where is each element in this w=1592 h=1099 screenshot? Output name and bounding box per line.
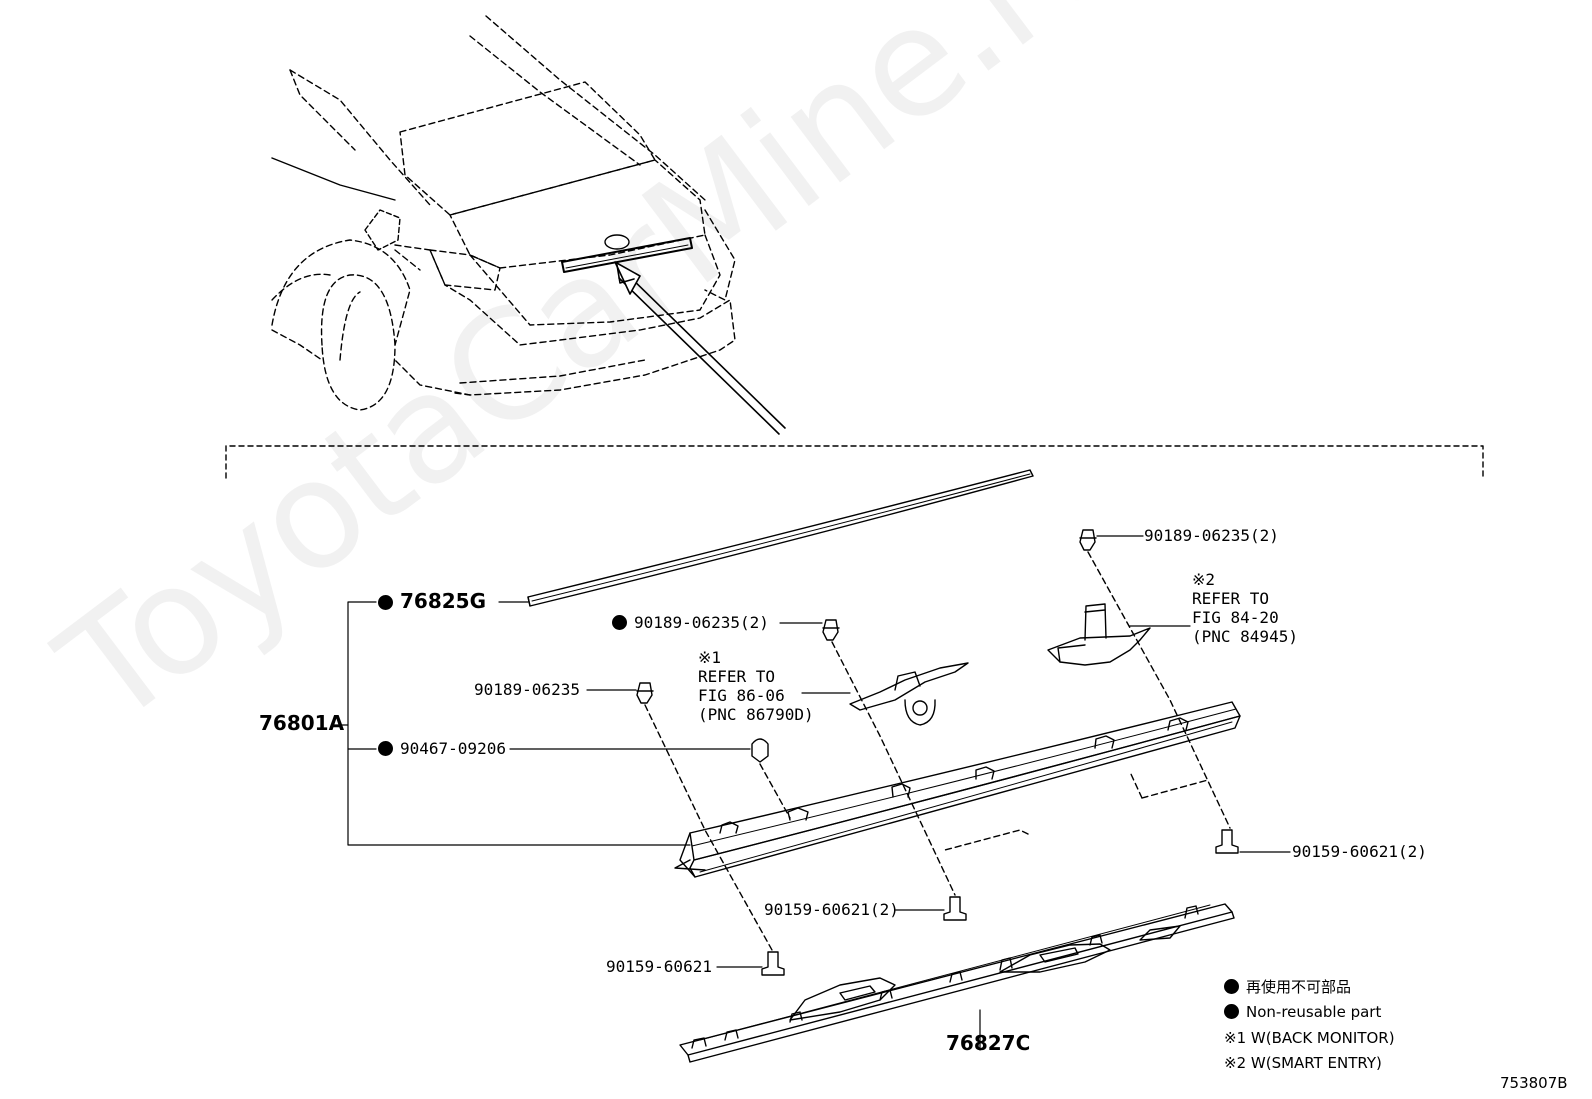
part-label-90159-60621-middle: 90159-60621(2) (764, 900, 899, 919)
part-label-90159-60621-single: 90159-60621 (606, 957, 712, 976)
garnish-76801A (674, 701, 1241, 878)
fasteners (636, 529, 1239, 976)
non-reusable-dot-icon (1224, 979, 1239, 994)
moulding-76825G (527, 469, 1034, 607)
legend-mark-2: ※2 W(SMART ENTRY) (1224, 1054, 1382, 1072)
part-label-90189-06235-center: 90189-06235(2) (612, 614, 769, 632)
non-reusable-dot-icon (378, 595, 393, 610)
part-label-76827C: 76827C (946, 1031, 1031, 1055)
figure-code: 753807B (1500, 1074, 1568, 1092)
note-back-monitor-reference: ※1 REFER TO FIG 86-06 (PNC 86790D) (698, 648, 814, 724)
part-label-90189-06235-single: 90189-06235 (474, 680, 580, 699)
part-label-76801A: 76801A (259, 711, 345, 735)
non-reusable-dot-icon (612, 615, 627, 630)
non-reusable-dot-icon (378, 741, 393, 756)
legend-mark-1: ※1 W(BACK MONITOR) (1224, 1029, 1395, 1047)
part-label-90467-09206: 90467-09206 (378, 740, 506, 758)
back-monitor-camera (849, 662, 969, 726)
note-smart-entry-reference: ※2 REFER TO FIG 84-20 (PNC 84945) (1192, 570, 1298, 646)
car-rear-view (271, 15, 786, 435)
legend-non-reusable-en: Non-reusable part (1224, 1003, 1381, 1021)
leader-lines (333, 535, 1291, 1051)
detail-bracket (225, 445, 1484, 479)
part-label-90159-60621-right: 90159-60621(2) (1292, 842, 1427, 861)
non-reusable-dot-icon (1224, 1004, 1239, 1019)
legend-non-reusable-jp: 再使用不可部品 (1224, 978, 1351, 996)
plate-76827C (679, 903, 1235, 1063)
part-label-90189-06235-right: 90189-06235(2) (1144, 526, 1279, 545)
part-label-76825G: 76825G (378, 591, 486, 611)
smart-entry-switch (1047, 603, 1151, 666)
